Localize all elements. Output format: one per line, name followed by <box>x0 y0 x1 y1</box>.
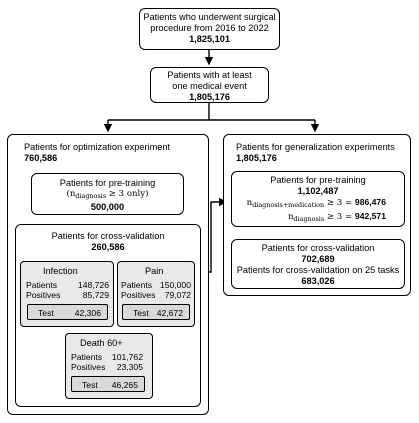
opt-pretraining-condition: (ndiagnosis ≥ 3 only) <box>66 189 149 200</box>
opt-cond-var: n <box>69 189 76 199</box>
gen-cond1-var: n <box>246 198 253 208</box>
surgical-line2: procedure from 2016 to 2022 <box>150 23 269 33</box>
gen-crossval-box: Patients for cross-validation 702,689 Pa… <box>231 239 405 289</box>
opt-pretraining-count: 500,000 <box>90 202 125 212</box>
opt-crossval-count: 260,586 <box>91 242 125 252</box>
generalization-box: Patients for generalization experiments … <box>223 134 411 296</box>
gen-cond2: ndiagnosis ≥ 3 = 942,571 <box>232 211 404 225</box>
death-test-box: Test 46,265 <box>71 376 145 392</box>
death-patients-row: Patients 101,762 <box>71 352 143 362</box>
generalization-count: 1,805,176 <box>236 153 277 163</box>
opt-crossval-box: Patients for cross-validation 260,586 In… <box>15 224 201 407</box>
death-patients-label: Patients <box>71 352 103 362</box>
split-connector <box>107 103 316 131</box>
gen-pretraining-count: 1,102,487 <box>297 186 339 196</box>
pain-patients-label: Patients <box>121 280 153 290</box>
gen-crossval-tasks-label: Patients for cross-validation on 25 task… <box>236 265 400 275</box>
infection-positives-label: Positives <box>26 290 61 300</box>
gen-cond2-sub: diagnosis <box>293 215 325 223</box>
gen-cond1: ndiagnosis+medication ≥ 3 = 986,476 <box>232 197 404 211</box>
infection-box: Infection Patients 148,726 Positives 85,… <box>20 261 114 327</box>
surgical-patients-box: Patients who underwent surgical procedur… <box>139 8 280 50</box>
optimization-title: Patients for optimization experiment <box>24 142 171 152</box>
infection-test-box: Test 42,306 <box>27 304 108 320</box>
gen-crossval-tasks-count: 683,026 <box>301 276 335 286</box>
death-positives-label: Positives <box>71 362 106 372</box>
death-patients-value: 101,762 <box>111 352 143 362</box>
opt-pretraining-box: Patients for pre-training (ndiagnosis ≥ … <box>31 173 184 215</box>
optimization-count: 760,586 <box>24 153 58 163</box>
gen-cond2-op: ≥ 3 = <box>324 212 355 222</box>
surgical-line1: Patients who underwent surgical <box>143 12 276 22</box>
infection-test-value: 42,306 <box>74 308 101 318</box>
death-positives-value: 23,305 <box>116 362 143 372</box>
infection-patients-value: 148,726 <box>77 280 109 290</box>
medical-event-box: Patients with at least one medical event… <box>150 67 269 103</box>
death-test-value: 46,265 <box>111 380 138 390</box>
pain-title: Pain <box>145 266 164 276</box>
medical-line1: Patients with at least <box>167 70 252 80</box>
opt-pretraining-title: Patients for pre-training <box>59 178 156 188</box>
medical-line2: one medical event <box>172 81 247 91</box>
death-positives-row: Positives 23,305 <box>71 362 143 372</box>
pain-test-box: Test 42,672 <box>122 304 190 320</box>
medical-count: 1,805,176 <box>189 92 230 102</box>
infection-positives-value: 85,729 <box>82 290 109 300</box>
opt-cond-rest: ≥ 3 only) <box>105 189 149 199</box>
optimization-box: Patients for optimization experiment 760… <box>7 134 209 415</box>
gen-cond2-var: n <box>287 212 294 222</box>
gen-cond1-op: ≥ 3 = <box>324 198 355 208</box>
death-title: Death 60+ <box>80 338 123 348</box>
infection-patients-label: Patients <box>26 280 58 290</box>
pain-positives-value: 79,072 <box>164 290 191 300</box>
pain-positives-row: Positives 79,072 <box>121 290 191 300</box>
surgical-count: 1,825,101 <box>189 34 230 44</box>
pain-patients-value: 150,000 <box>159 280 191 290</box>
infection-title: Infection <box>43 266 78 276</box>
death-box: Death 60+ Patients 101,762 Positives 23,… <box>65 333 153 399</box>
gen-cond1-sub: diagnosis+medication <box>252 201 325 209</box>
opt-crossval-title: Patients for cross-validation <box>51 231 165 241</box>
pain-patients-row: Patients 150,000 <box>121 280 191 290</box>
infection-patients-row: Patients 148,726 <box>26 280 109 290</box>
gen-crossval-title: Patients for cross-validation <box>261 243 375 253</box>
pain-box: Pain Patients 150,000 Positives 79,072 T… <box>117 261 195 327</box>
gen-pretraining-box: Patients for pre-training 1,102,487 ndia… <box>231 171 405 227</box>
gen-crossval-count: 702,689 <box>301 254 335 264</box>
generalization-title: Patients for generalization experiments <box>236 142 395 152</box>
gen-cond2-count: 942,571 <box>354 211 386 221</box>
infection-positives-row: Positives 85,729 <box>26 290 109 300</box>
gen-pretraining-title: Patients for pre-training <box>270 175 366 185</box>
pain-test-value: 42,672 <box>156 308 183 318</box>
pain-positives-label: Positives <box>121 290 156 300</box>
pain-test-label: Test <box>133 308 149 318</box>
opt-cond-sub: diagnosis <box>75 192 106 200</box>
death-test-label: Test <box>82 380 98 390</box>
gen-cond1-count: 986,476 <box>354 197 386 207</box>
infection-test-label: Test <box>38 308 54 318</box>
